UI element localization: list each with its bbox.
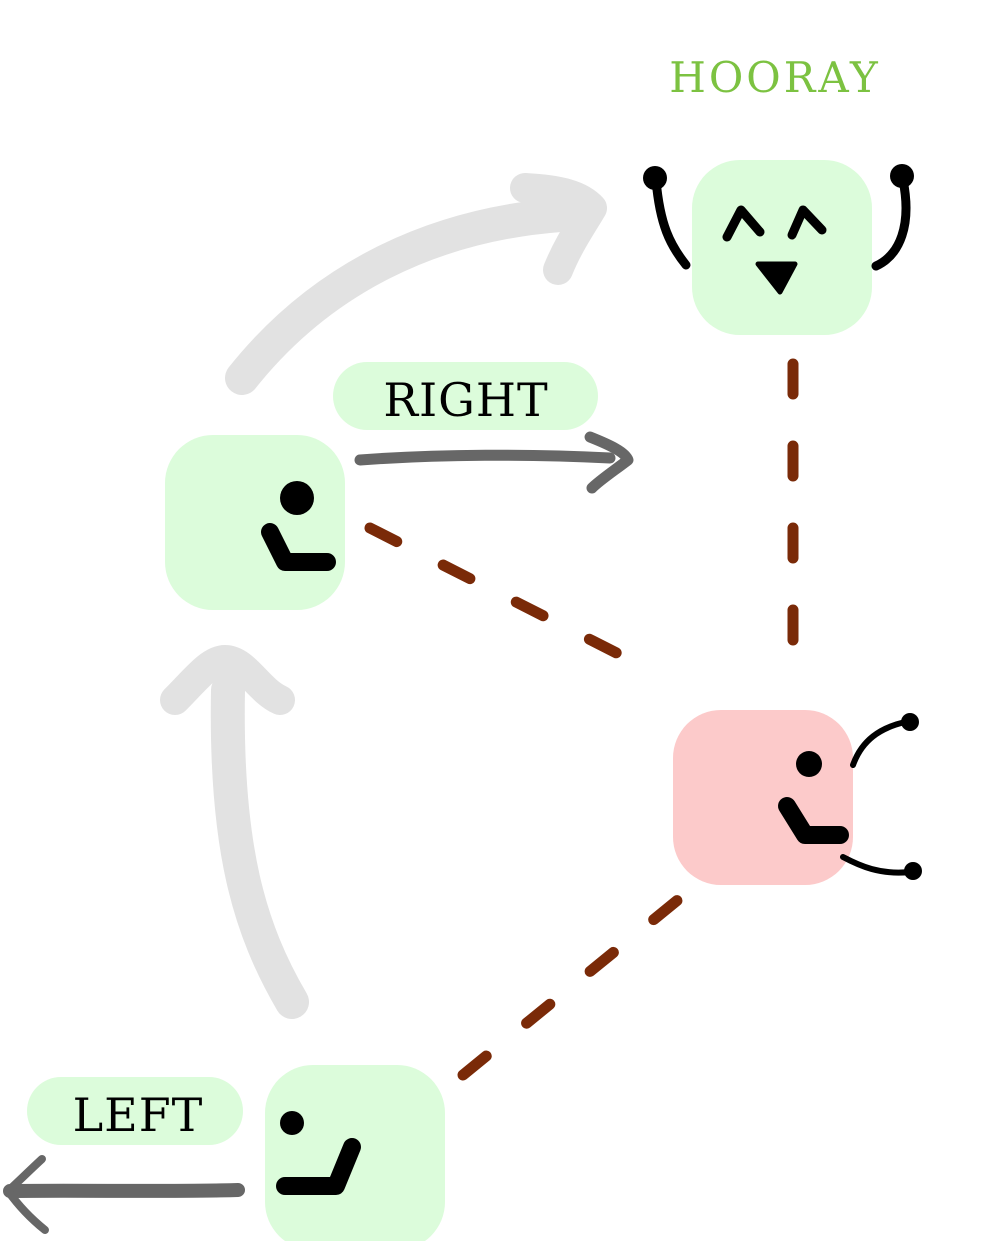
- path-arrow-middle-to-top: [225, 198, 577, 395]
- hand-down-icon: [904, 862, 922, 880]
- state-right-danger: [673, 710, 853, 885]
- mouth-icon: [778, 797, 849, 844]
- mouth-icon: [261, 523, 336, 571]
- eye-icon: [280, 481, 314, 515]
- face-bottom-left: [276, 1111, 361, 1195]
- path-arrow-bottom-to-middle: [210, 673, 309, 1019]
- arm-right-icon: [871, 175, 911, 271]
- face-right: [778, 713, 922, 880]
- eye-icon: [280, 1111, 304, 1135]
- progression-arrows: [160, 173, 607, 1019]
- arm-left-icon: [651, 175, 691, 270]
- mouth-icon: [276, 1138, 361, 1195]
- state-top-right: [692, 160, 872, 335]
- connector-bottom-to-right: [457, 884, 696, 1081]
- right-label: RIGHT: [383, 373, 548, 427]
- path-arrow-bottom-to-middle-head: [160, 645, 295, 715]
- face-middle-left: [261, 481, 336, 571]
- arrow-left-icon: [3, 1183, 245, 1198]
- state-middle-left: [165, 435, 345, 610]
- hooray-title: HOORAY: [669, 53, 880, 102]
- arrow-right-icon: [354, 449, 616, 466]
- hand-up-icon: [901, 713, 919, 731]
- open-mouth-icon: [755, 261, 798, 295]
- arrow-right-head-icon: [584, 431, 634, 494]
- happy-eye-right-icon: [787, 205, 827, 240]
- happy-eye-left-icon: [722, 205, 765, 242]
- face-top-right: [643, 164, 914, 295]
- arrow-left-head-icon: [4, 1155, 49, 1234]
- eye-icon: [796, 751, 822, 777]
- connector-middle-to-right: [364, 522, 666, 681]
- connectors: [364, 358, 799, 1081]
- arm-up-icon: [850, 719, 908, 768]
- arm-down-icon: [840, 854, 913, 876]
- path-arrow-middle-to-top-head: [510, 173, 607, 285]
- right-label-badge: [333, 362, 598, 430]
- hand-left-icon: [643, 166, 667, 190]
- hand-right-icon: [890, 164, 914, 188]
- left-label: LEFT: [73, 1088, 204, 1142]
- move-arrows: [3, 431, 634, 1234]
- left-label-badge: [27, 1077, 243, 1145]
